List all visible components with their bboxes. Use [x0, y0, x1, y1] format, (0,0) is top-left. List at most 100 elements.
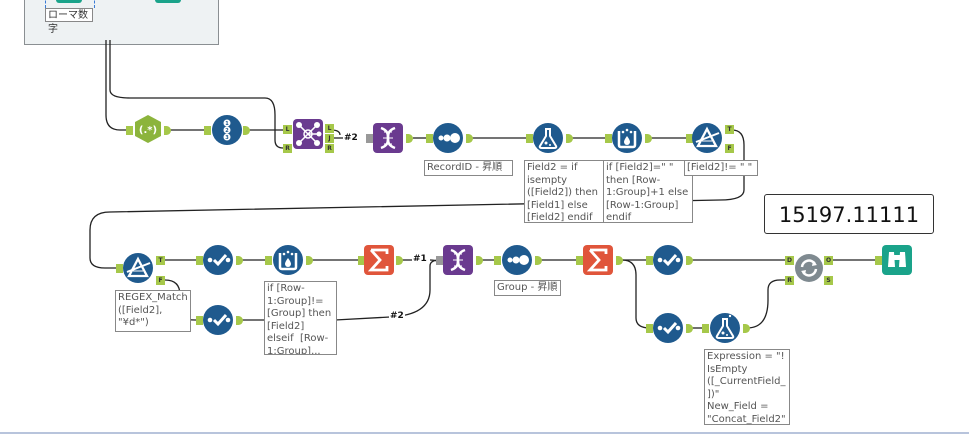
macro-output-o-anchor[interactable]: O [824, 256, 833, 265]
input-anchor[interactable] [494, 256, 501, 265]
output-anchor[interactable] [535, 256, 542, 265]
tool-select[interactable] [653, 245, 683, 275]
container-tool-1[interactable] [56, 0, 82, 3]
tool-regex[interactable]: (.*) [133, 114, 163, 144]
union-input-anchor[interactable] [366, 134, 373, 143]
tool-filter[interactable] [123, 253, 153, 283]
wire-container-to-regex [105, 40, 130, 131]
output-anchor[interactable] [164, 126, 171, 135]
input-anchor[interactable] [875, 256, 882, 265]
tool-summarize[interactable] [583, 245, 613, 275]
tool-record-id[interactable]: 1 2 3 [212, 115, 242, 145]
container-tool-2[interactable] [155, 0, 181, 3]
union-input-anchor[interactable] [436, 256, 443, 265]
tool-multi-row-formula[interactable] [273, 245, 303, 275]
tool-filter[interactable] [692, 123, 722, 153]
join-output-join-anchor[interactable]: J [325, 134, 334, 143]
filter-true-anchor[interactable]: T [725, 125, 734, 134]
selection-outline [45, 0, 95, 8]
wire-label: #1 [412, 254, 428, 264]
output-anchor[interactable] [466, 134, 473, 143]
record-id-icon: 1 2 3 [223, 119, 231, 141]
tool-multi-field-formula[interactable] [710, 313, 740, 343]
input-anchor[interactable] [686, 134, 693, 143]
output-anchor[interactable] [476, 256, 483, 265]
macro-output-s-anchor[interactable]: S [824, 276, 833, 285]
input-anchor[interactable] [526, 134, 533, 143]
tool-formula[interactable] [533, 123, 563, 153]
canvas-bottom-border [0, 432, 969, 434]
input-anchor[interactable] [196, 256, 203, 265]
input-anchor[interactable] [646, 324, 653, 333]
output-anchor[interactable] [743, 324, 750, 333]
browse-icon [888, 252, 906, 267]
tool-annotation: Expression = "! IsEmpty ([_CurrentField_… [704, 349, 790, 425]
input-anchor[interactable] [576, 256, 583, 265]
sort-icon [438, 133, 460, 143]
macro-icon [795, 254, 823, 282]
tool-select[interactable] [203, 305, 233, 335]
input-anchor[interactable] [426, 134, 433, 143]
svg-text:1: 1 [225, 121, 229, 127]
join-output-left-anchor[interactable]: L [325, 124, 334, 133]
input-anchor[interactable] [126, 126, 133, 135]
tool-select[interactable] [653, 313, 683, 343]
tool-sort[interactable] [433, 123, 463, 153]
select-icon [207, 314, 231, 327]
macro-input-d-anchor[interactable]: D [785, 256, 794, 265]
svg-text:2: 2 [225, 128, 229, 134]
output-anchor[interactable] [645, 134, 652, 143]
filter-false-anchor[interactable]: F [156, 276, 165, 285]
svg-text:(.*): (.*) [139, 125, 157, 136]
macro-input-r-anchor[interactable]: R [785, 276, 794, 285]
wire-label: #2 [343, 133, 359, 143]
tool-container[interactable] [24, 0, 219, 45]
sort-icon [507, 255, 529, 265]
output-anchor[interactable] [306, 256, 313, 265]
input-anchor[interactable] [702, 324, 709, 333]
tool-summarize[interactable] [364, 245, 394, 275]
input-anchor[interactable] [196, 316, 203, 325]
tool-browse[interactable] [882, 245, 912, 275]
join-left-anchor[interactable]: L [283, 125, 292, 134]
output-anchor[interactable] [566, 134, 573, 143]
wire-container-to-join-right [109, 40, 287, 149]
output-anchor[interactable] [236, 256, 243, 265]
union-icon [380, 126, 396, 150]
output-anchor[interactable] [616, 256, 623, 265]
tool-union[interactable] [443, 245, 473, 275]
input-anchor[interactable] [265, 256, 272, 265]
output-anchor[interactable] [243, 126, 250, 135]
output-anchor[interactable] [686, 256, 693, 265]
tool-annotation: [Field2]!= " " [684, 160, 758, 176]
join-output-right-anchor[interactable]: R [325, 144, 334, 153]
input-anchor[interactable] [646, 256, 653, 265]
input-anchor[interactable] [116, 264, 123, 273]
filter-false-anchor[interactable]: F [725, 144, 734, 153]
multi-row-formula-icon [278, 250, 298, 271]
tool-annotation: RecordID - 昇順 [424, 160, 513, 176]
filter-icon [695, 126, 720, 148]
input-anchor[interactable] [605, 134, 612, 143]
filter-true-anchor[interactable]: T [156, 256, 165, 265]
tool-join[interactable] [293, 119, 323, 149]
join-right-anchor[interactable]: R [283, 144, 292, 153]
tool-union[interactable] [373, 123, 403, 153]
tool-sort[interactable] [502, 245, 532, 275]
wire-multifield-to-macro [746, 279, 786, 329]
tool-select[interactable] [203, 245, 233, 275]
output-anchor[interactable] [686, 324, 693, 333]
tool-macro[interactable] [794, 253, 824, 283]
output-anchor[interactable] [236, 316, 243, 325]
input-anchor[interactable] [204, 126, 211, 135]
container-tool-annotation: ローマ数字 [45, 8, 93, 35]
regex-icon: (.*) [135, 115, 161, 143]
select-icon [657, 254, 681, 267]
formula-icon [538, 128, 558, 149]
summarize-icon [586, 248, 608, 272]
tool-multi-row-formula[interactable] [612, 123, 642, 153]
output-anchor[interactable] [396, 256, 403, 265]
input-anchor[interactable] [358, 256, 365, 265]
output-anchor[interactable] [406, 134, 413, 143]
